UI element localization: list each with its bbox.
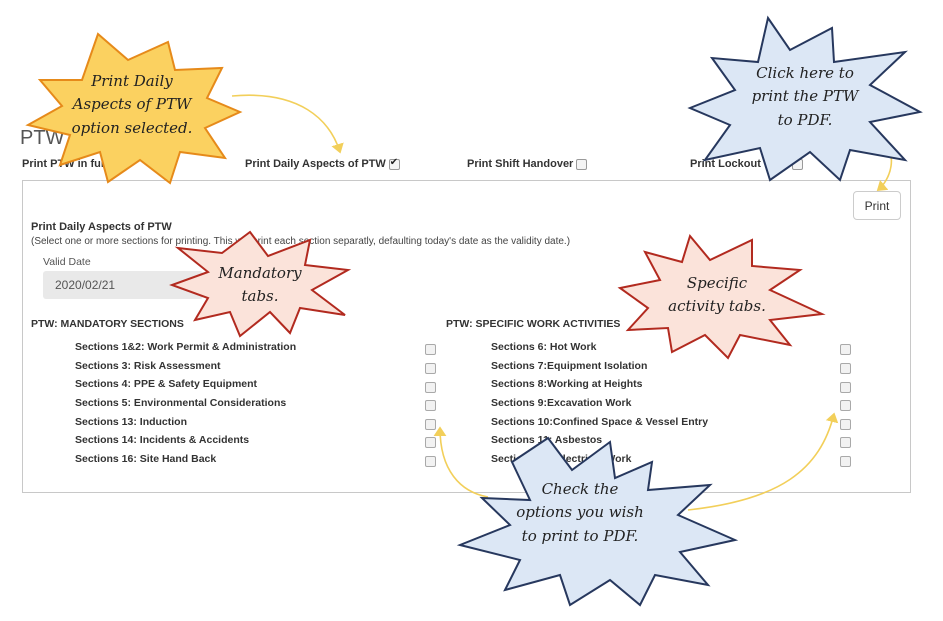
callout-daily-text: Print Daily Aspects of PTW option select… [71,72,193,137]
specific-checkbox[interactable] [840,363,851,374]
specific-checkbox[interactable] [840,400,851,411]
callout-mandatory-text: Mandatory tabs. [218,264,302,306]
mandatory-checkbox[interactable] [425,344,436,355]
option-label: Print Daily Aspects of PTW [245,158,386,170]
specific-checkbox[interactable] [840,344,851,355]
mandatory-heading: PTW: MANDATORY SECTIONS [31,318,184,330]
option-label: Print Shift Handover [467,158,574,170]
specific-checkbox[interactable] [840,419,851,430]
specific-item: Sections 8:Working at Heights [491,378,643,390]
option-checkbox[interactable] [576,158,588,170]
option-label: Print PTW in full [22,158,107,170]
mandatory-checkbox[interactable] [425,437,436,448]
specific-heading: PTW: SPECIFIC WORK ACTIVITIES [446,318,621,330]
page-title: PTW [20,127,65,149]
option-print-daily[interactable]: Print Daily Aspects of PTW [245,157,400,170]
mandatory-checkbox[interactable] [425,456,436,467]
specific-item: Sections 11: Asbestos [491,434,603,446]
arrow-to-daily-option [231,94,344,154]
specific-item: Sections 9:Excavation Work [491,397,632,409]
section-title: Print Daily Aspects of PTW [31,221,172,233]
mandatory-item: Sections 3: Risk Assessment [75,360,221,372]
specific-checkbox[interactable] [840,456,851,467]
print-button[interactable]: Print [853,191,901,220]
option-label: Print Lockout Tags [690,158,789,170]
mandatory-checkbox[interactable] [425,400,436,411]
option-checkbox[interactable] [791,158,803,170]
specific-item: Sections 10:Confined Space & Vessel Entr… [491,416,709,428]
specific-checkbox[interactable] [840,437,851,448]
mandatory-checkbox[interactable] [425,419,436,430]
specific-item: Sections 6: Hot Work [491,341,597,353]
callout-specific-text: Specific activity tabs. [668,274,766,316]
specific-item: Sections 7:Equipment Isolation [491,360,648,372]
option-checkbox[interactable] [109,158,121,170]
option-print-lockout[interactable]: Print Lockout Tags [690,158,803,170]
mandatory-checkbox[interactable] [425,363,436,374]
mandatory-item: Sections 13: Induction [75,416,188,428]
mandatory-checkbox[interactable] [425,382,436,393]
valid-date-input[interactable] [43,271,203,299]
option-print-full[interactable]: Print PTW in full [22,158,121,170]
option-checkbox-checked[interactable] [388,157,400,170]
mandatory-item: Sections 5: Environmental Considerations [75,397,287,409]
mandatory-item: Sections 16: Site Hand Back [75,453,217,465]
mandatory-item: Sections 4: PPE & Safety Equipment [75,378,258,390]
specific-item: Sections 12: Electrical Work [491,453,632,465]
mandatory-item: Sections 14: Incidents & Accidents [75,434,250,446]
specific-checkbox[interactable] [840,382,851,393]
option-print-shift[interactable]: Print Shift Handover [467,158,588,170]
callout-check-text: Check the options you wish to print to P… [516,480,644,545]
mandatory-item: Sections 1&2: Work Permit & Administrati… [75,341,297,353]
section-description: (Select one or more sections for printin… [31,236,571,247]
callout-print-text: Click here to print the PTW to PDF. [751,64,859,129]
valid-date-label: Valid Date [43,256,91,268]
